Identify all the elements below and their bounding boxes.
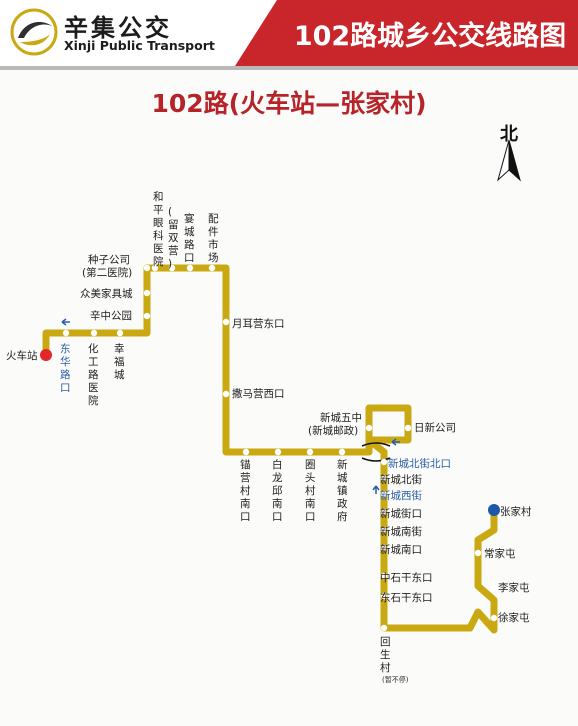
stop-marker [306, 448, 314, 456]
stop-label: 新城五中 [320, 411, 362, 424]
stop-label: 众美家具城 [80, 287, 133, 300]
stop-label: 新城西街 [380, 489, 422, 502]
stop-label: 宴城路口 [184, 212, 195, 264]
stop-label: 种子公司 [88, 253, 130, 266]
stop-label: 新城街口 [380, 507, 422, 520]
stop-label: 化工路医院 [88, 342, 99, 407]
crossing-mark [361, 442, 391, 462]
stop-marker [274, 448, 282, 456]
stop-marker [474, 549, 482, 557]
stop-label: 中石干东口 [380, 571, 433, 584]
stop-label: 李家屯 [498, 581, 530, 594]
stop-marker [168, 264, 176, 272]
stop-label: (第二医院) [82, 266, 132, 279]
stop-marker [222, 318, 230, 326]
stop-marker [90, 329, 98, 337]
stop-marker [365, 424, 373, 432]
stop-marker [151, 264, 159, 272]
stop-label: 撒马营西口 [232, 387, 285, 400]
stop-marker [380, 544, 388, 552]
stop-label: 回生村 [380, 636, 391, 674]
stop-marker [380, 526, 388, 534]
stop-marker [404, 424, 412, 432]
stop-marker [380, 572, 388, 580]
stop-label: 幸福城 [114, 343, 125, 381]
brand-name-en: Xinji Public Transport [64, 38, 215, 53]
route-title: 102路(火车站—张家村) [151, 89, 427, 118]
stop-marker [490, 584, 498, 592]
terminal-stop-marker [40, 349, 52, 361]
stop-marker [380, 458, 388, 466]
brand-name-cn: 辛集公交 [64, 14, 172, 42]
stop-label: 配件市场 [208, 213, 219, 264]
stop-label: 锚营村南口 [240, 458, 251, 523]
stop-label: (留双营) [168, 206, 179, 270]
stop-marker [208, 264, 216, 272]
stop-label: 东华路口 [60, 342, 71, 394]
stop-label: 圈头村南口 [305, 459, 316, 523]
stop-label: 新城北街 [380, 473, 422, 486]
stop-label: 和平眼科医院 [153, 191, 164, 268]
stop-note: (暂不停) [382, 675, 409, 684]
north-arrow-icon [497, 139, 521, 182]
stop-marker [143, 312, 151, 320]
one-way-arrow-icon [61, 318, 400, 494]
stop-marker [143, 289, 151, 297]
north-label: 北 [500, 124, 518, 145]
stop-label: 新城镇政府 [337, 458, 348, 523]
stop-label: 张家村 [500, 505, 532, 518]
stop-label: 月耳营东口 [232, 317, 285, 330]
stop-marker [380, 592, 388, 600]
xinji-bus-logo-icon [10, 8, 58, 56]
header-divider [0, 66, 578, 70]
stop-marker [380, 624, 388, 632]
stop-marker [380, 474, 388, 482]
stop-labels: 火车站 东华路口 化工路医院 幸福城 辛中公园 众美家具城 种子公司 (第二医院… [6, 191, 532, 684]
stop-label: 新城南口 [380, 543, 422, 556]
stop-marker [490, 614, 498, 622]
stop-label: 白龙邱南口 [272, 458, 283, 523]
stop-label: 日新公司 [414, 421, 456, 434]
stop-marker [222, 390, 230, 398]
stop-marker [242, 448, 250, 456]
stop-marker [186, 264, 194, 272]
terminal-stop-marker [488, 504, 500, 516]
stop-label: 新城北街北口 [388, 457, 451, 470]
stop-marker [338, 448, 346, 456]
stop-label: (新城邮政) [308, 424, 358, 437]
stop-label: 东石干东口 [380, 591, 433, 604]
stop-label: 徐家屯 [498, 611, 530, 624]
stop-label: 辛中公园 [90, 309, 132, 322]
stop-marker [380, 490, 388, 498]
stop-label: 新城南街 [380, 525, 422, 538]
stop-markers [40, 264, 500, 632]
stop-marker [62, 329, 70, 337]
stop-marker [143, 264, 151, 272]
stop-label: 常家屯 [484, 547, 516, 560]
stop-marker [116, 329, 124, 337]
header-title-banner [235, 0, 578, 66]
stop-label: 火车站 [6, 349, 38, 362]
stop-marker [380, 508, 388, 516]
page-title: 102路城乡公交线路图 [293, 21, 567, 52]
